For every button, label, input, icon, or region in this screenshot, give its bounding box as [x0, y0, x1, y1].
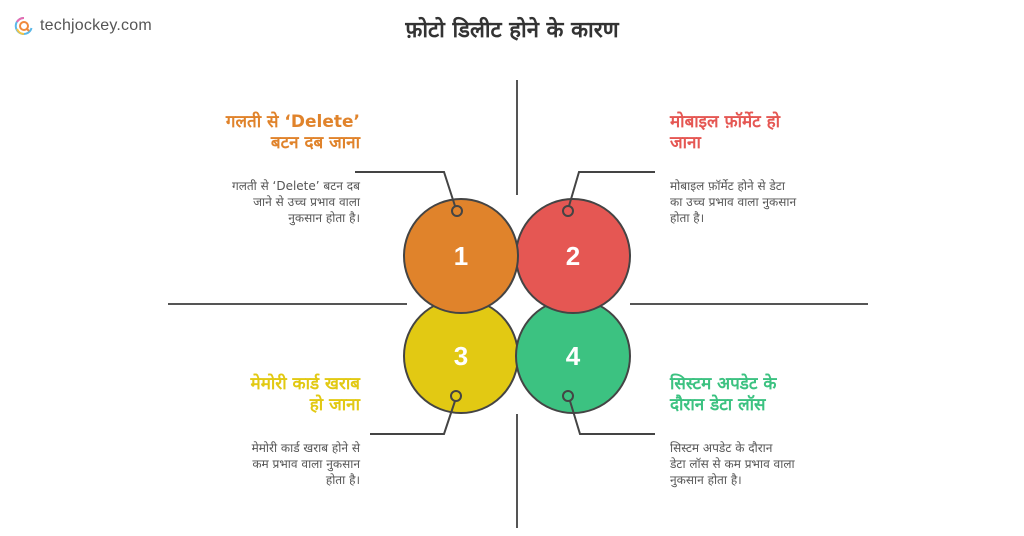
connector-3	[370, 400, 456, 435]
item-4-heading: सिस्टम अपडेट के दौरान डेटा लॉस	[670, 374, 777, 415]
connector-dot-4	[562, 390, 574, 402]
circle-number-4: 4	[566, 341, 581, 371]
circle-number-3: 3	[454, 341, 468, 371]
brand-name: techjockey.com	[40, 17, 152, 34]
connector-4	[569, 400, 655, 435]
item-1-heading: गलती से ‘Delete’ बटन दब जाना	[225, 112, 360, 153]
item-3-heading: मेमोरी कार्ड खराब हो जाना	[250, 374, 360, 415]
page-title: फ़ोटो डिलीट होने के कारण	[405, 18, 619, 43]
connector-2	[568, 171, 655, 207]
item-4-description: सिस्टम अपडेट के दौरान डेटा लॉस से कम प्र…	[670, 441, 795, 487]
circle-number-1: 1	[454, 241, 468, 271]
connector-dot-3	[450, 390, 462, 402]
brand-logo: techjockey.com	[14, 16, 152, 36]
item-2-description: मोबाइल फ़ॉर्मेट होने से डेटा का उच्च प्र…	[670, 179, 797, 225]
item-1-description: गलती से ‘Delete’ बटन दब जाने से उच्च प्र…	[231, 179, 360, 225]
item-2-heading: मोबाइल फ़ॉर्मेट हो जाना	[670, 112, 781, 153]
item-3-description: मेमोरी कार्ड खराब होने से कम प्रभाव वाला…	[251, 441, 360, 487]
connector-dot-1	[451, 205, 463, 217]
circle-number-2: 2	[566, 241, 580, 271]
connector-dot-2	[562, 205, 574, 217]
techjockey-logo-icon	[14, 16, 33, 35]
connector-1	[355, 171, 456, 207]
circle-1	[403, 198, 519, 314]
